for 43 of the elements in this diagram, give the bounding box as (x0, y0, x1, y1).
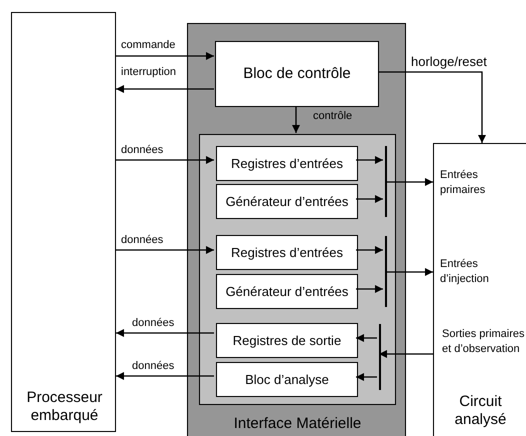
circuit-box (433, 143, 526, 436)
arrow (356, 373, 377, 381)
arrow (379, 350, 433, 358)
port-label: Sorties primaires et d’observation (442, 327, 526, 357)
arrow (116, 329, 214, 337)
arrow (356, 156, 383, 164)
process-box: Générateur d’entrées (216, 184, 358, 219)
arrow (385, 178, 433, 186)
arrow (356, 246, 383, 254)
box-title: Circuit analysé (454, 393, 508, 429)
port-label: Entrées primaires (440, 168, 486, 198)
edge-label: interruption (121, 67, 176, 78)
control-block (215, 41, 379, 107)
panel-title: Interface Matérielle (232, 414, 362, 434)
arrow (356, 195, 383, 203)
arrow (292, 106, 300, 133)
arrow (378, 71, 486, 143)
arrow (356, 285, 383, 293)
block-title: Bloc de contrôle (243, 64, 351, 84)
arrow (116, 372, 214, 380)
processor-box (11, 12, 116, 432)
inner-panel (199, 134, 396, 405)
arrow (116, 156, 214, 164)
edge-label: données (121, 145, 164, 156)
process-box: Registres d’entrées (216, 146, 358, 181)
process-box: Bloc d’analyse (216, 362, 358, 397)
arrow (116, 246, 214, 254)
edge-label: contrôle (313, 111, 352, 122)
edge-label: données (132, 361, 174, 372)
interface-panel (187, 23, 406, 436)
edge-label: horloge/reset (411, 55, 487, 68)
arrow (116, 85, 214, 93)
arrow (116, 52, 214, 60)
process-box: Registres de sortie (216, 323, 358, 358)
arrow (356, 334, 377, 342)
edge-label: données (132, 318, 174, 329)
edge-label: commande (121, 40, 176, 51)
port-label: Entrées d’injection (440, 257, 490, 287)
process-box: Registres d’entrées (216, 235, 358, 270)
box-title: Processeur embarqué (26, 389, 104, 425)
arrow (385, 268, 433, 276)
edge-label: données (121, 235, 164, 246)
process-box: Générateur d’entrées (216, 274, 358, 309)
